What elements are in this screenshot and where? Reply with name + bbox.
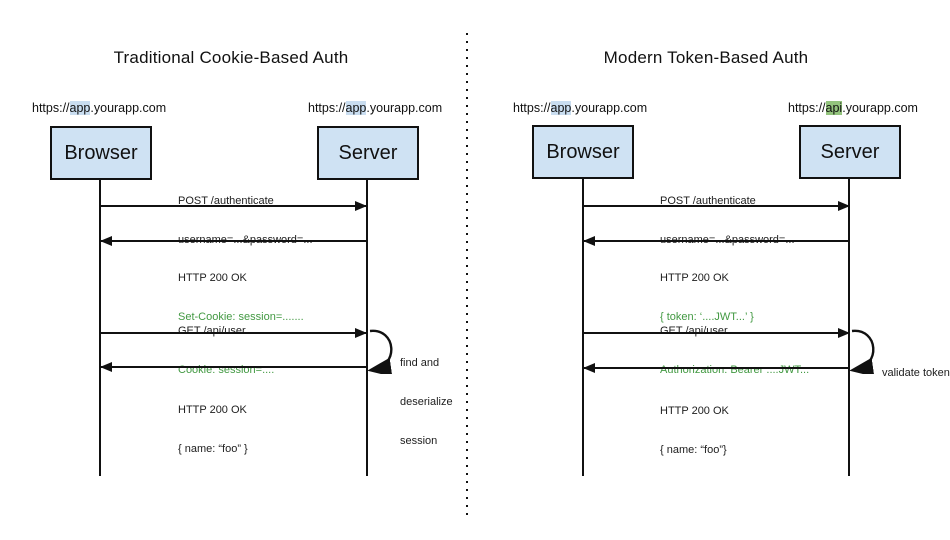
message-line1: GET /api/user xyxy=(660,325,728,337)
message-line1: HTTP 200 OK xyxy=(178,404,247,416)
note-line: deserialize xyxy=(400,396,453,408)
left-message-2-label: HTTP 200 OK Set-Cookie: session=....... xyxy=(178,246,304,350)
url-prefix: https:// xyxy=(32,101,70,115)
message-line1: GET /api/user xyxy=(178,325,246,337)
message-line2: { token: ‘....JWT...’ } xyxy=(660,311,754,323)
arrowhead-right-icon xyxy=(838,328,850,338)
note-line: validate token xyxy=(882,367,950,379)
right-browser-box: Browser xyxy=(532,125,634,179)
left-self-loop-icon xyxy=(368,329,393,374)
left-arrow-post-authenticate xyxy=(101,201,367,211)
arrowhead-right-icon xyxy=(355,201,367,211)
left-server-url: https://app.yourapp.com xyxy=(308,101,442,115)
right-arrow-post-authenticate xyxy=(584,201,850,211)
left-server-box: Server xyxy=(317,126,419,180)
url-suffix: .yourapp.com xyxy=(571,101,648,115)
arrowhead-left-icon xyxy=(583,363,595,373)
left-arrow-get-api-user xyxy=(101,328,367,338)
actor-label: Server xyxy=(338,141,398,164)
url-suffix: .yourapp.com xyxy=(366,101,443,115)
url-highlight-app: app xyxy=(69,101,91,115)
right-message-4-label: HTTP 200 OK { name: “foo”} xyxy=(660,379,729,483)
url-highlight-app: app xyxy=(550,101,572,115)
left-arrow-http200-name xyxy=(100,362,366,372)
left-message-4-label: HTTP 200 OK { name: “foo” } xyxy=(178,378,248,482)
left-self-action-note: find and deserialize session xyxy=(400,331,453,474)
message-line1: HTTP 200 OK xyxy=(660,272,729,284)
right-arrow-http200-token xyxy=(583,236,849,246)
right-browser-lifeline xyxy=(582,179,584,476)
note-line: session xyxy=(400,435,438,447)
arrowhead-left-icon xyxy=(100,236,112,246)
right-message-2-label: HTTP 200 OK { token: ‘....JWT...’ } xyxy=(660,246,754,350)
left-arrow-http200-setcookie xyxy=(100,236,366,246)
url-prefix: https:// xyxy=(308,101,346,115)
right-self-loop-icon xyxy=(850,329,875,374)
right-panel-title: Modern Token-Based Auth xyxy=(603,48,809,67)
right-server-box: Server xyxy=(799,125,901,179)
note-line: find and xyxy=(400,357,440,369)
url-prefix: https:// xyxy=(788,101,826,115)
left-panel-title: Traditional Cookie-Based Auth xyxy=(113,48,349,67)
url-highlight-app: app xyxy=(345,101,367,115)
arrowhead-left-icon xyxy=(583,236,595,246)
actor-label: Browser xyxy=(64,141,138,164)
url-suffix: .yourapp.com xyxy=(90,101,167,115)
right-server-url: https://api.yourapp.com xyxy=(788,101,918,115)
left-browser-box: Browser xyxy=(50,126,152,180)
arrowhead-right-icon xyxy=(838,201,850,211)
message-line2: Authorization: Bearer ....JWT... xyxy=(660,364,810,376)
right-browser-url: https://app.yourapp.com xyxy=(513,101,647,115)
url-highlight-api: api xyxy=(825,101,843,115)
url-prefix: https:// xyxy=(513,101,551,115)
url-suffix: .yourapp.com xyxy=(842,101,918,115)
right-self-action-note: validate token xyxy=(882,341,950,406)
message-line2: Set-Cookie: session=....... xyxy=(178,311,304,323)
arrowhead-right-icon xyxy=(355,328,367,338)
message-line1: HTTP 200 OK xyxy=(660,405,729,417)
message-line1: POST /authenticate xyxy=(660,195,756,207)
message-line2: { name: “foo”} xyxy=(660,444,727,456)
left-browser-url: https://app.yourapp.com xyxy=(32,101,166,115)
actor-label: Browser xyxy=(546,140,620,163)
left-server-lifeline xyxy=(366,180,368,476)
arrowhead-left-icon xyxy=(100,362,112,372)
left-browser-lifeline xyxy=(99,180,101,476)
right-arrow-http200-name xyxy=(583,363,849,373)
actor-label: Server xyxy=(820,140,880,163)
right-server-lifeline xyxy=(848,179,850,476)
message-line1: HTTP 200 OK xyxy=(178,272,247,284)
message-line1: POST /authenticate xyxy=(178,195,274,207)
message-line2: { name: “foo” } xyxy=(178,443,248,455)
panel-divider xyxy=(466,33,468,517)
right-arrow-get-api-user xyxy=(584,328,850,338)
